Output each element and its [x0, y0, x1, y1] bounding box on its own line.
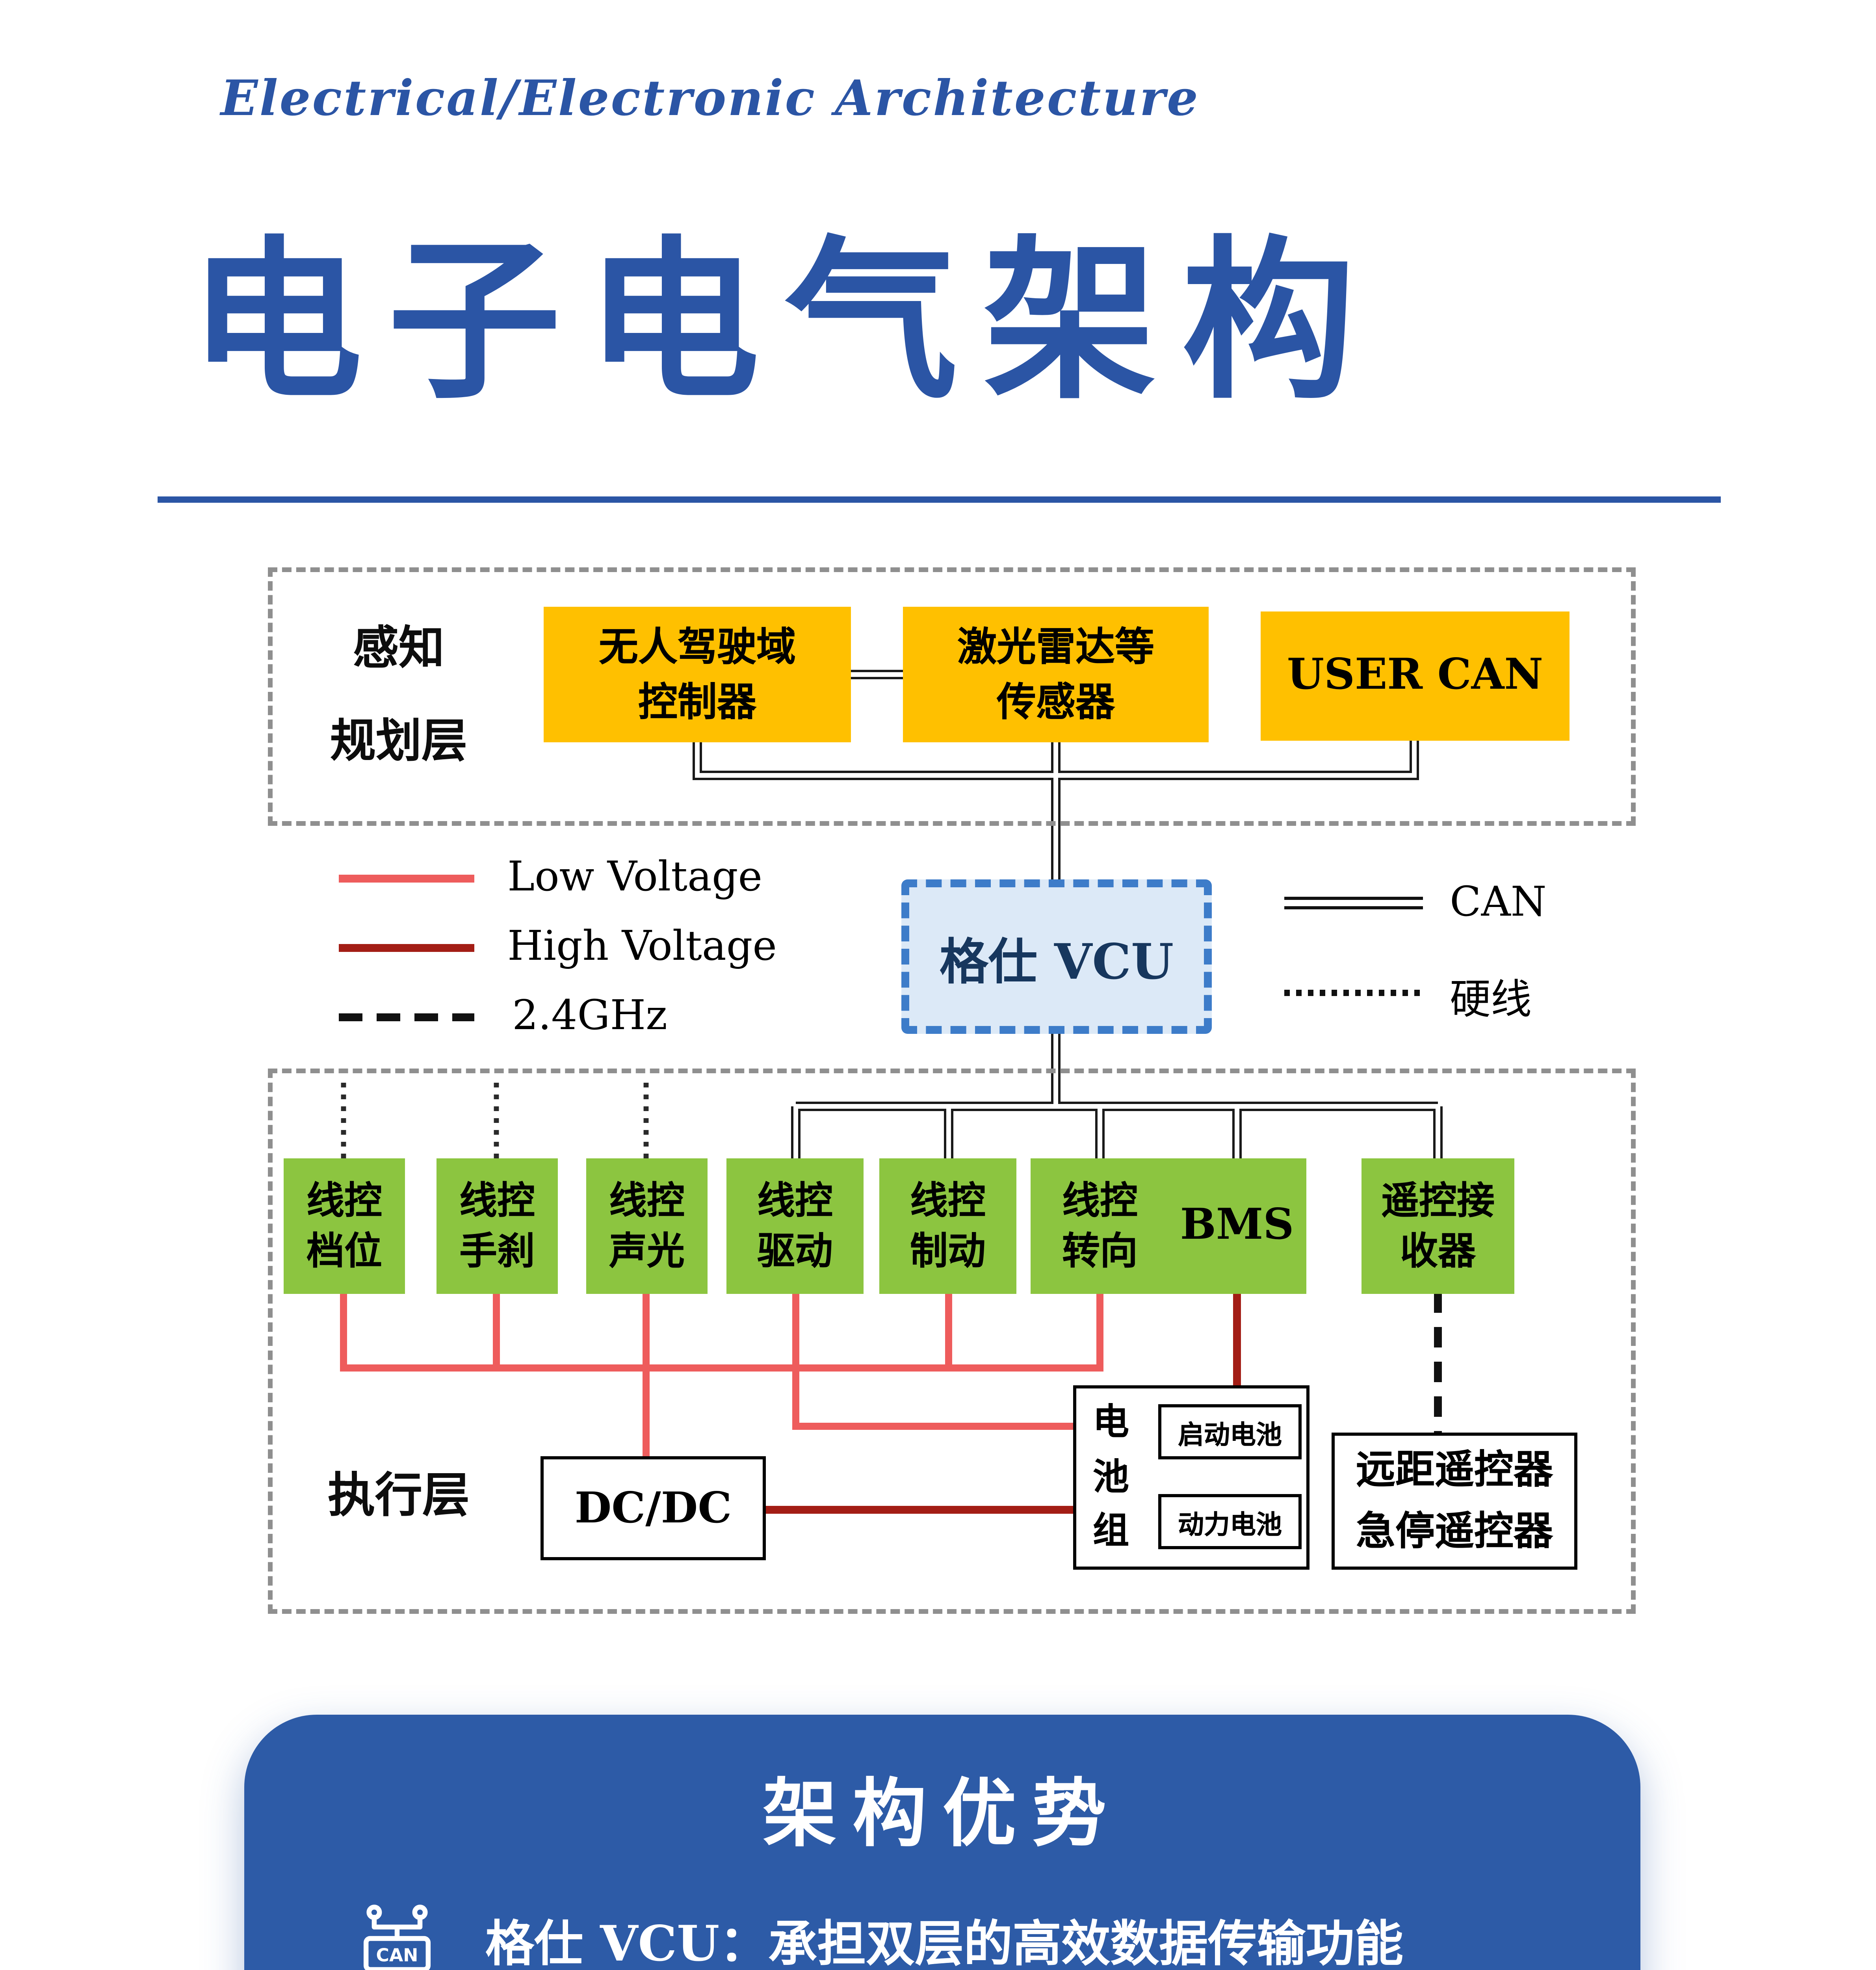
legend-hardwire-label: 硬线 [1450, 977, 1532, 1024]
hardwire-lines [341, 1083, 649, 1158]
high-voltage-lines [763, 1288, 1241, 1514]
svg-text:CAN: CAN [376, 1945, 418, 1966]
legend-can-line [1284, 897, 1423, 909]
node-drive-by-wire: 线控 驱动 [726, 1158, 864, 1294]
advantages-title: 架构优势 [763, 1771, 1122, 1858]
node-remote-controllers: 远距遥控器 急停遥控器 [1332, 1433, 1577, 1570]
advantage-text: 格仕 VCU：承担双层的高效数据传输功能 [485, 1916, 1404, 1970]
perception-layer-label: 感知 规划层 [330, 621, 467, 768]
legend-low-voltage-label: Low Voltage [507, 854, 763, 901]
node-brake-by-wire: 线控 制动 [879, 1158, 1016, 1294]
legend-2-4ghz-label: 2.4GHz [512, 993, 667, 1040]
low-voltage-lines [340, 1289, 1103, 1463]
node-gear-by-wire: 线控 档位 [284, 1158, 405, 1294]
can-bus-icon: CAN [363, 1905, 431, 1970]
node-vcu: 格仕 VCU [901, 879, 1212, 1034]
battery-group-label: 电 池 组 [1093, 1403, 1129, 1552]
node-power-battery: 动力电池 [1158, 1494, 1302, 1549]
script-subtitle: Electrical/Electronic Architecture [221, 71, 1200, 128]
execution-layer-frame [268, 1069, 1636, 1614]
node-starter-battery: 启动电池 [1158, 1404, 1302, 1459]
execution-layer-label: 执行层 [328, 1469, 470, 1524]
can-bus-lines [693, 670, 1443, 1158]
title-divider [158, 496, 1721, 502]
node-bms: BMS [1168, 1158, 1306, 1294]
legend-2-4ghz-line [339, 1013, 474, 1021]
node-light-horn-by-wire: 线控 声光 [586, 1158, 708, 1294]
legend-high-voltage-line [339, 944, 474, 952]
node-steer-by-wire: 线控 转向 [1031, 1158, 1169, 1294]
node-user-can: USER CAN [1261, 611, 1570, 741]
node-autonomous-domain-controller: 无人驾驶域 控制器 [544, 607, 851, 742]
advantages-panel [244, 1715, 1640, 1970]
advantage-item: CAN 格仕 VCU：承担双层的高效数据传输功能 [353, 1891, 1582, 1970]
legend-can-label: CAN [1450, 879, 1547, 927]
legend-high-voltage-label: High Voltage [507, 924, 777, 971]
node-lidar-sensors: 激光雷达等 传感器 [903, 607, 1209, 742]
node-remote-receiver: 遥控接 收器 [1361, 1158, 1514, 1294]
legend-low-voltage-line [339, 875, 474, 883]
node-dcdc: DC/DC [541, 1456, 766, 1560]
page-title: 电子电气架构 [189, 219, 1380, 422]
legend-hardwire-line [1284, 990, 1423, 995]
node-handbrake-by-wire: 线控 手刹 [436, 1158, 558, 1294]
perception-layer-frame [268, 567, 1636, 826]
